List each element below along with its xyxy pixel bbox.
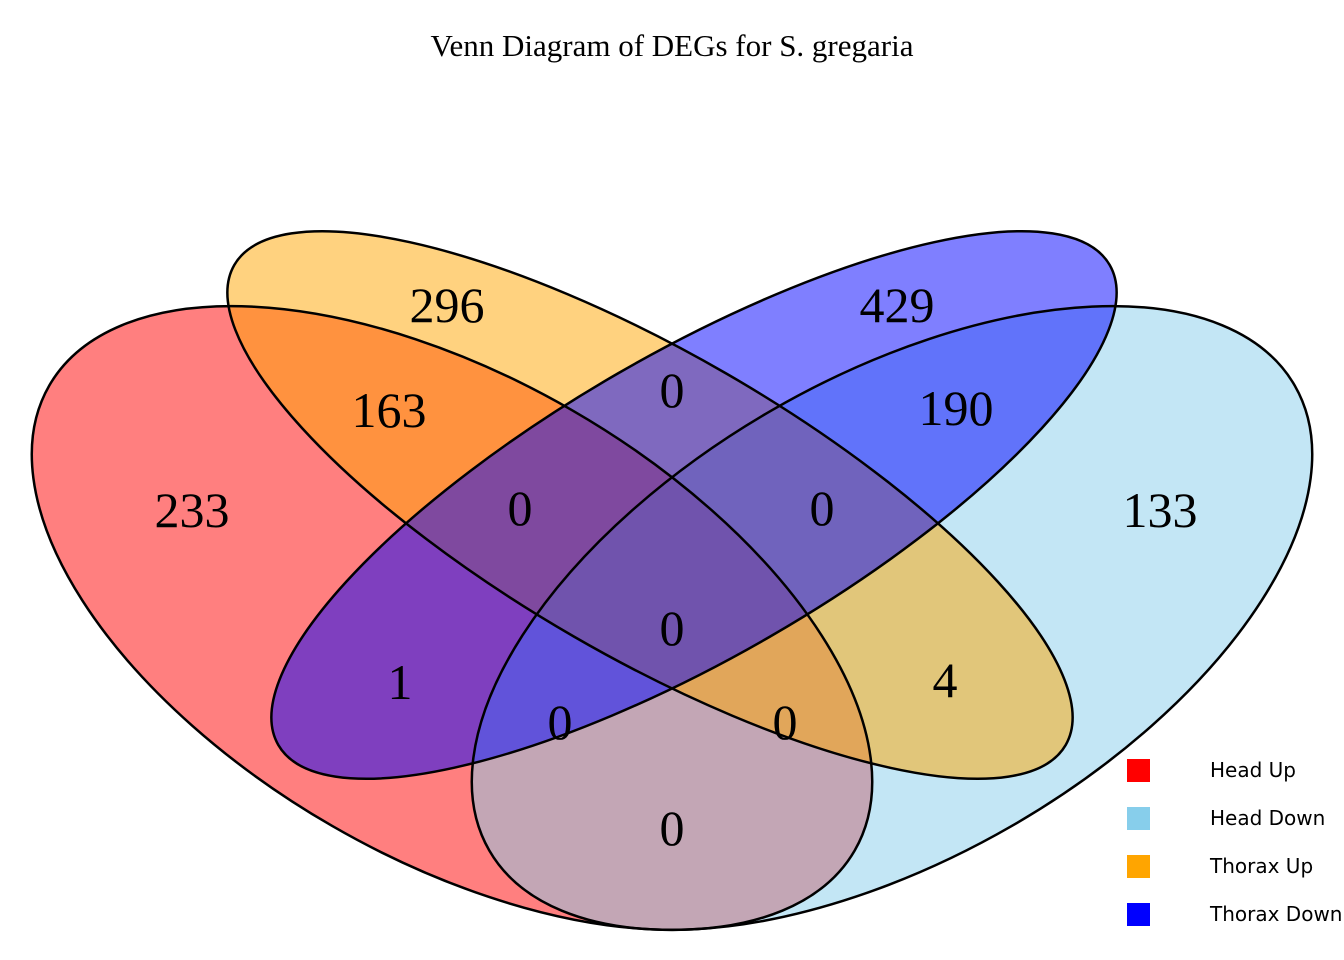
set-outline-head-up (30, 304, 874, 932)
set-outline-head-down (470, 304, 1314, 932)
region-count-thorax-up-only: 296 (410, 277, 485, 333)
region-count-thorax-down-head-down: 190 (919, 380, 994, 436)
venn-outlines (30, 230, 1314, 932)
legend-swatch-head-up (1127, 759, 1150, 782)
region-count-thorax-up-head-down: 4 (933, 652, 958, 708)
region-count-head-down-only: 133 (1123, 482, 1198, 538)
set-outline-thorax-up (226, 230, 1074, 780)
region-count-thorax-down-only: 429 (860, 277, 935, 333)
region-count-head-up-thorax-up-head-down: 0 (773, 694, 798, 750)
legend-label-head-up: Head Up (1210, 758, 1296, 782)
set-outline-thorax-down (270, 230, 1118, 780)
legend-swatch-thorax-up (1127, 855, 1150, 878)
region-count-head-up-only: 233 (155, 482, 230, 538)
chart-title: Venn Diagram of DEGs for S. gregaria (431, 28, 914, 63)
legend-label-head-down: Head Down (1210, 806, 1325, 830)
legend-label-thorax-down: Thorax Down (1209, 902, 1342, 926)
region-counts: 233 296 429 133 163 0 190 1 4 0 0 0 0 0 … (155, 277, 1198, 856)
region-count-all-four: 0 (660, 600, 685, 656)
region-count-thorax-up-thorax-down-head-down: 0 (810, 480, 835, 536)
region-count-thorax-up-thorax-down: 0 (660, 362, 685, 418)
region-count-head-up-thorax-up-thorax-down: 0 (508, 480, 533, 536)
region-count-head-up-thorax-down: 1 (388, 654, 413, 710)
region-count-head-up-thorax-down-head-down: 0 (548, 694, 573, 750)
legend-label-thorax-up: Thorax Up (1209, 854, 1313, 878)
legend-swatch-head-down (1127, 807, 1150, 830)
venn-fills (31, 231, 1313, 930)
region-count-head-up-head-down: 0 (660, 800, 685, 856)
legend: Head Up Head Down Thorax Up Thorax Down (1127, 758, 1342, 926)
legend-swatch-thorax-down (1127, 903, 1150, 926)
region-count-head-up-thorax-up: 163 (352, 382, 427, 438)
set-fill-thorax-down (271, 231, 1117, 779)
